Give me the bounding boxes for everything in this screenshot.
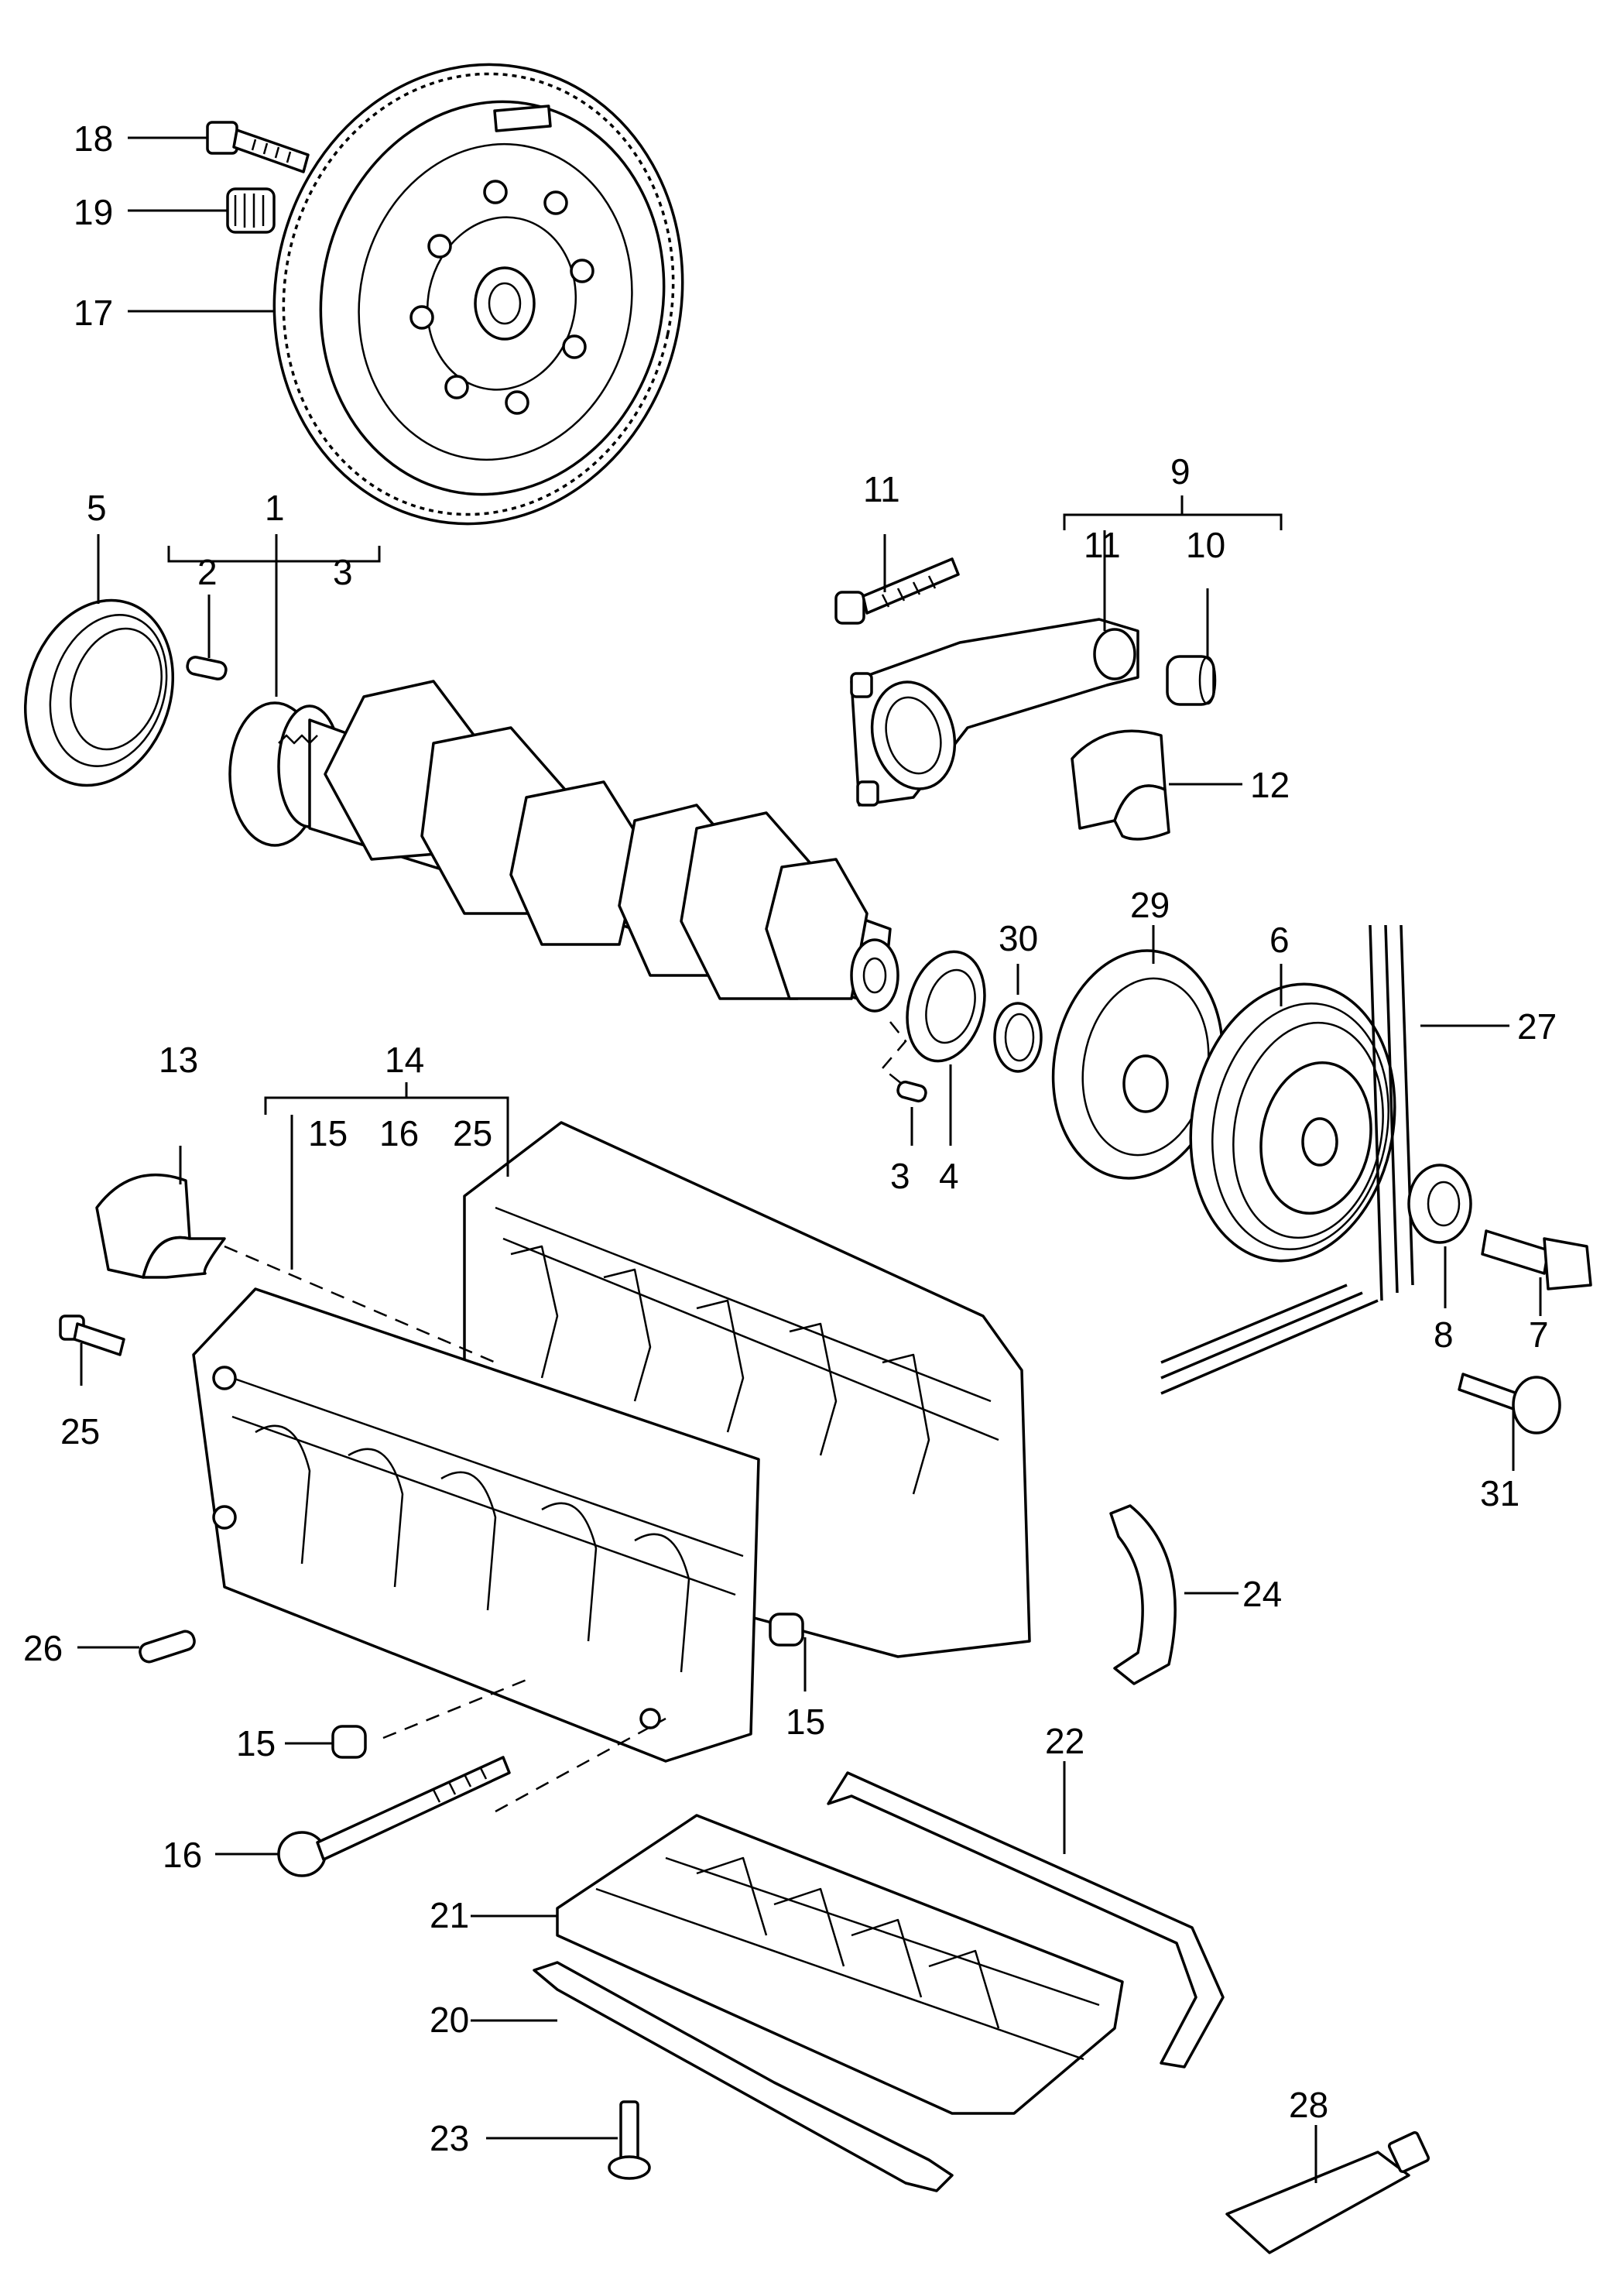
callout-3-lower: 3 [890, 1156, 910, 1196]
alignment-sleeve-right [769, 1613, 804, 1647]
callout-27: 27 [1517, 1006, 1557, 1047]
callout-29: 29 [1130, 885, 1170, 925]
callout-22: 22 [1045, 1721, 1084, 1761]
callout-30: 30 [999, 918, 1038, 958]
dowel-pin-front [896, 1080, 927, 1103]
thrust-washer [1109, 1504, 1177, 1685]
callout-17: 17 [74, 293, 113, 333]
baffle-gasket [827, 1771, 1225, 2068]
callout-1: 1 [265, 488, 285, 528]
pulley-bolt [1481, 1229, 1592, 1290]
timing-hub [1051, 949, 1225, 1180]
oil-pan-gasket [533, 1961, 954, 2192]
callout-13: 13 [159, 1040, 198, 1080]
callout-25: 25 [60, 1411, 100, 1452]
hub-bolt [1458, 1373, 1561, 1434]
rear-seal-ring [23, 598, 175, 787]
callout-21: 21 [430, 1895, 469, 1935]
callout-26: 26 [23, 1628, 63, 1668]
conrod-bolt [834, 557, 960, 625]
crankshaft [228, 680, 899, 1013]
callout-11-bolt: 11 [863, 469, 900, 509]
callout-19: 19 [74, 192, 113, 232]
callout-28: 28 [1289, 2085, 1328, 2125]
front-seal-ring [906, 950, 986, 1063]
callout-14: 14 [385, 1040, 424, 1080]
conrod-bearing-shells [1071, 729, 1170, 841]
leader-lines [77, 136, 1542, 2183]
vibration-damper-pulley [1189, 982, 1396, 1263]
small-end-bushing [1166, 655, 1217, 706]
dowel-pin [186, 656, 228, 680]
drive-belt [1160, 924, 1414, 1395]
callout-15-left: 15 [236, 1723, 276, 1763]
main-bearing-shells [95, 1174, 226, 1279]
crankcase-stud [59, 1314, 125, 1356]
alignment-sleeve-lower [331, 1725, 367, 1759]
dowel-sleeve [139, 1630, 196, 1664]
flywheel [272, 63, 684, 526]
connecting-rod [850, 618, 1139, 807]
oil-baffle-plate [556, 1814, 1124, 2115]
callout-20: 20 [430, 2000, 469, 2040]
callout-7: 7 [1529, 1314, 1549, 1355]
callout-15-header: 15 [308, 1113, 348, 1153]
callout-23: 23 [430, 2118, 469, 2158]
callout-9: 9 [1170, 451, 1191, 492]
callout-3-upper: 3 [333, 552, 353, 592]
callout-15-right: 15 [786, 1702, 825, 1742]
callout-18: 18 [74, 118, 113, 159]
pulley-washer [1407, 1164, 1472, 1244]
callout-10: 10 [1186, 525, 1225, 565]
flywheel-bolt [206, 121, 310, 173]
crankcase-lower-half [192, 1287, 760, 1763]
baffle-bolt [608, 2100, 651, 2180]
callout-2: 2 [197, 552, 218, 592]
callout-4: 4 [939, 1156, 959, 1196]
callout-11-rod: 11 [1084, 525, 1121, 565]
crankcase-through-bolt [277, 1756, 511, 1877]
callout-5: 5 [87, 488, 107, 528]
callout-16: 16 [163, 1835, 202, 1875]
callout-labels: 18 19 17 5 1 2 3 11 9 11 10 12 29 30 6 2… [23, 118, 1557, 2158]
pilot-bushing [226, 187, 276, 234]
callout-31: 31 [1480, 1473, 1520, 1513]
callout-12: 12 [1250, 765, 1290, 805]
callout-16-header: 16 [379, 1113, 419, 1153]
callout-6: 6 [1269, 920, 1290, 960]
callout-24: 24 [1242, 1574, 1282, 1614]
sealant-tube [1225, 2130, 1430, 2254]
callout-25-header: 25 [453, 1113, 492, 1153]
callout-8: 8 [1434, 1314, 1454, 1355]
